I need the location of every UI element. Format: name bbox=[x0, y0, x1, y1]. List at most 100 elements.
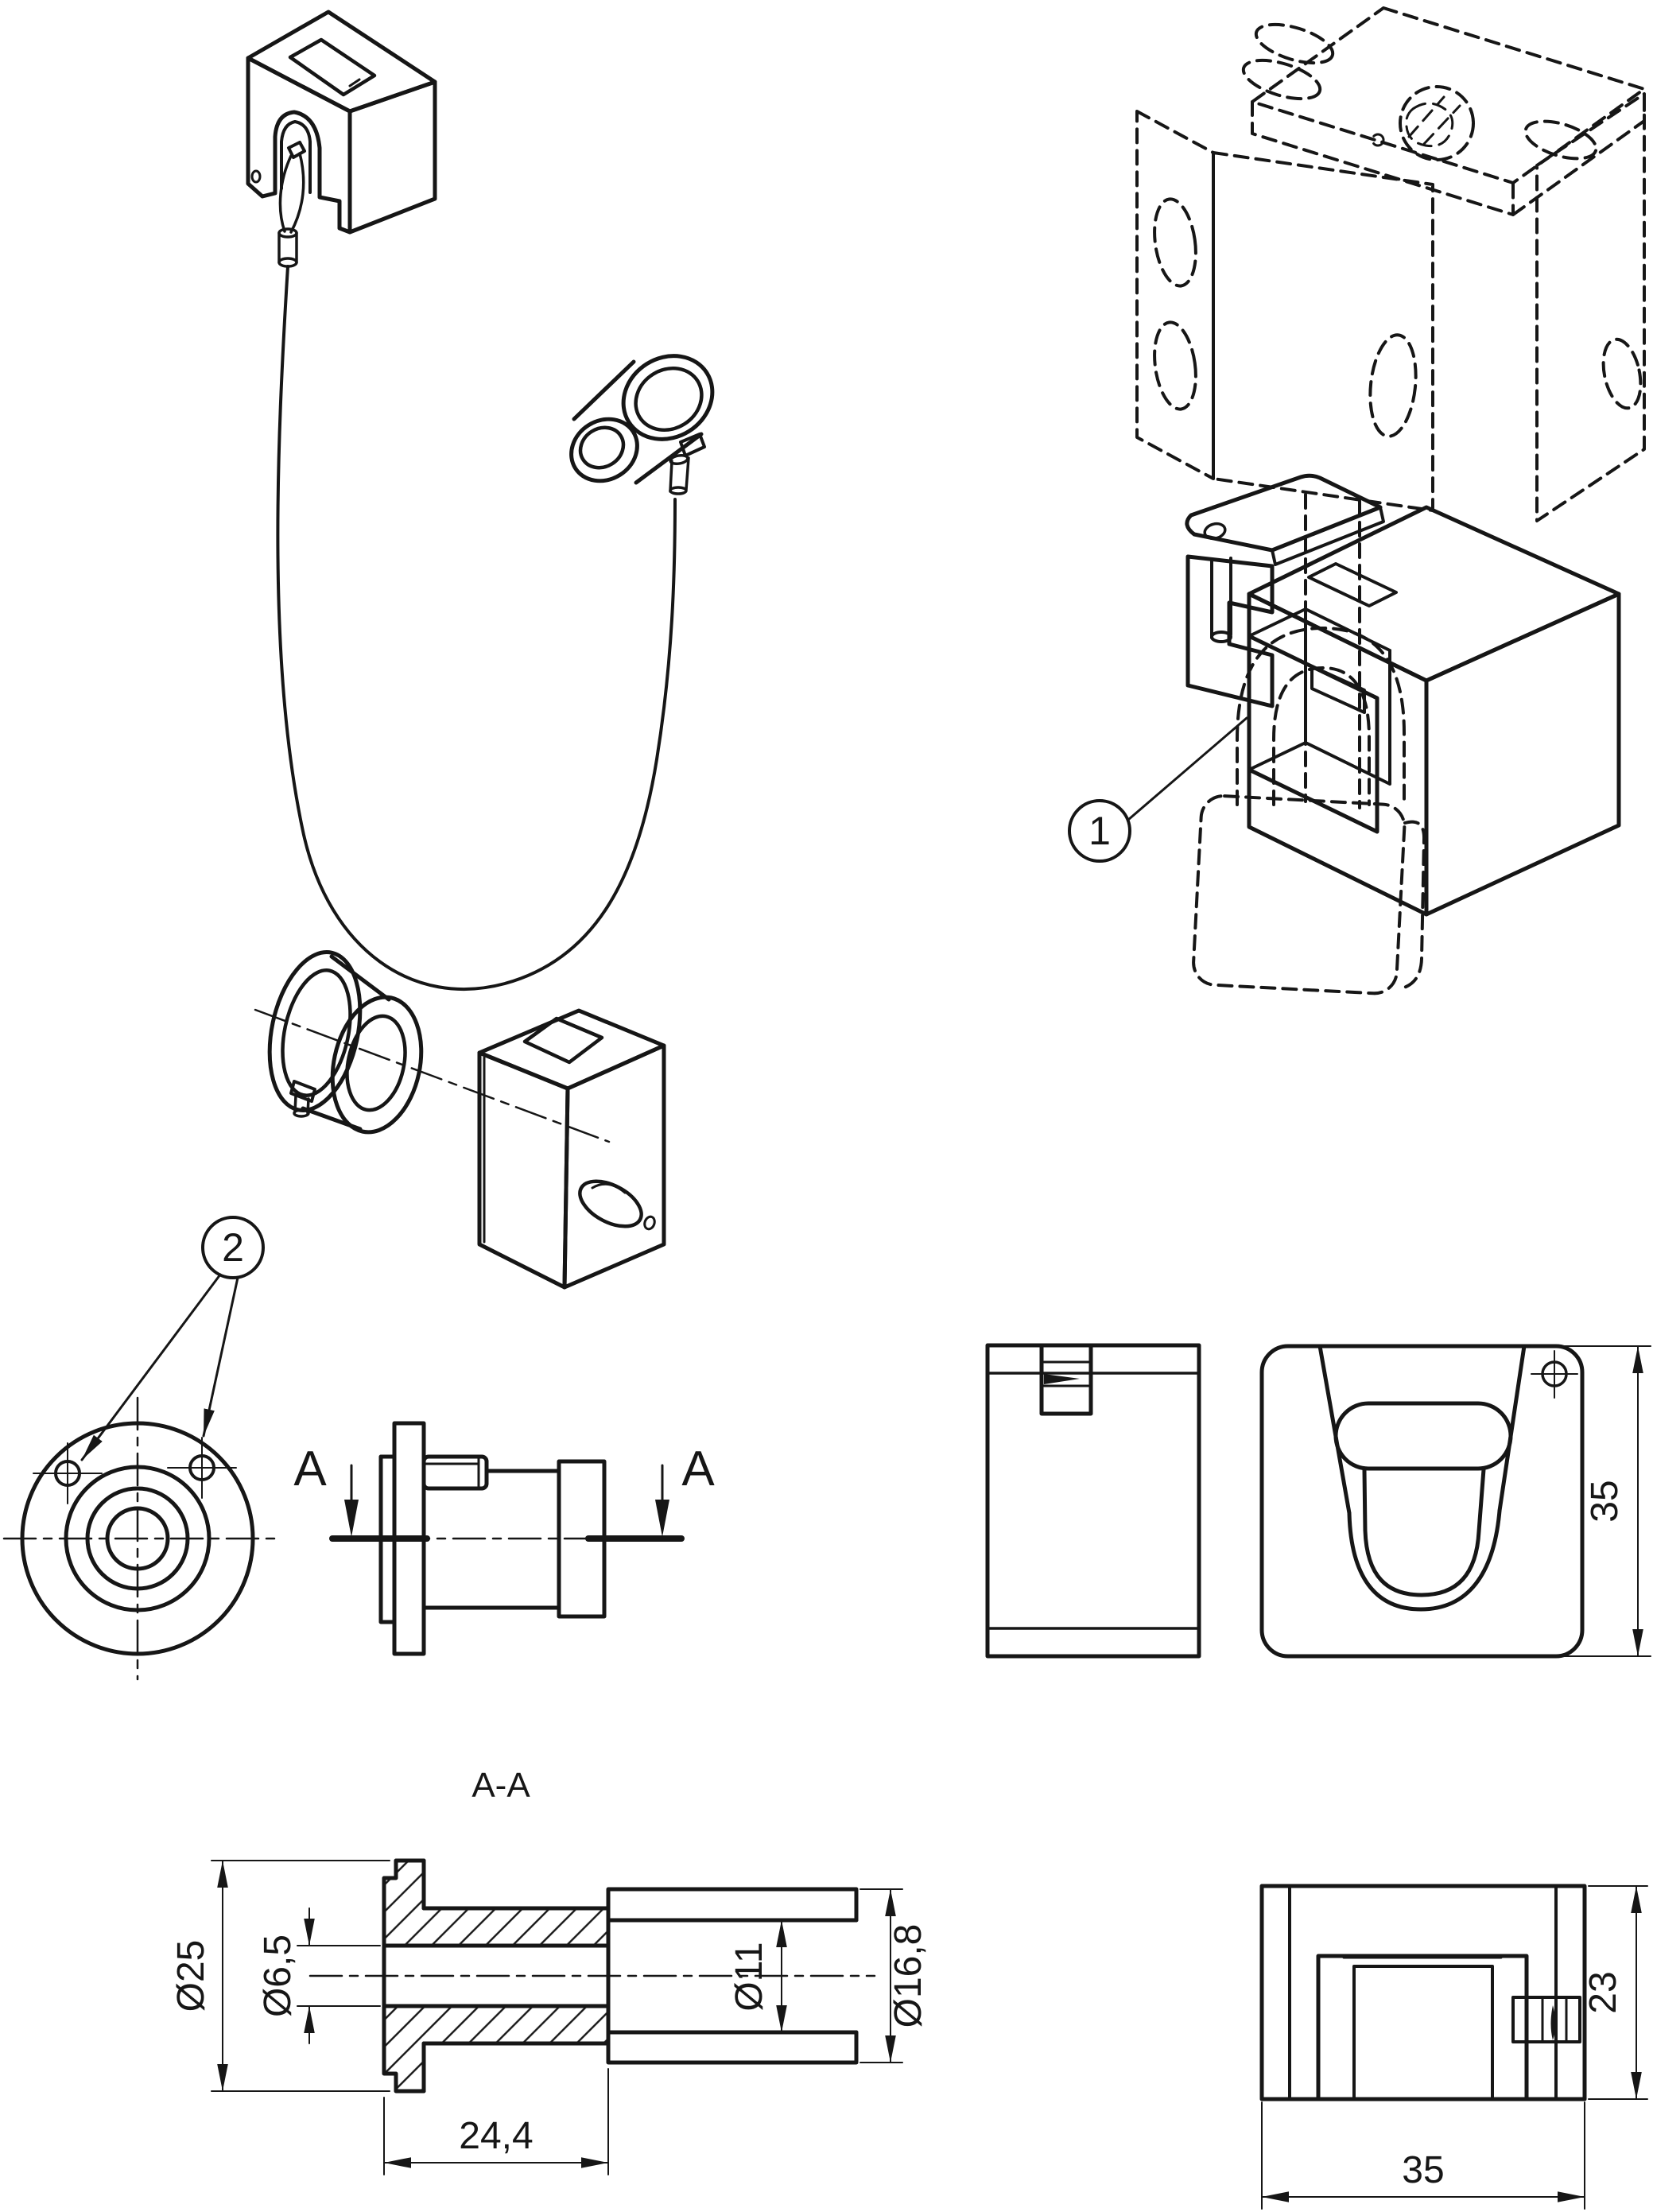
section-tube-outer bbox=[421, 1906, 611, 2046]
dim-flange-ext-lines bbox=[211, 1860, 390, 2092]
block-bottom-clip-barb bbox=[1550, 2005, 1556, 2040]
clamp-pin-hole bbox=[1203, 522, 1227, 541]
callout-1-circle bbox=[1068, 799, 1131, 863]
block-front-latch-capsule bbox=[1333, 1401, 1513, 1471]
section-hatch-flange-upper bbox=[384, 1861, 424, 1946]
dim-width-text: 35 bbox=[1402, 2149, 1444, 2191]
block-bottom-clip-box bbox=[1511, 1996, 1581, 2043]
machine-bracket-phantom bbox=[1135, 6, 1646, 809]
bracket-screw-thread-scribble bbox=[1405, 102, 1454, 148]
dim-depth-text: 23 bbox=[1582, 1971, 1624, 2013]
block-bottom-slot-outer bbox=[1316, 1954, 1529, 2101]
cover-top-recess bbox=[288, 37, 377, 97]
exploded-centerline bbox=[254, 1008, 611, 1143]
padlock-shackle-outer bbox=[1236, 627, 1406, 806]
callout-1-leader bbox=[1127, 716, 1248, 821]
dim-counterbore-diameter: Ø11 bbox=[728, 1919, 787, 2033]
exploded-block-slot-depth bbox=[591, 1182, 627, 1194]
section-hatch-tube-lower bbox=[424, 2006, 608, 2043]
section-counterbore bbox=[606, 1918, 859, 2035]
plug-side-view: A A bbox=[293, 1421, 715, 1656]
block-side-clip-lines bbox=[1042, 1360, 1090, 1387]
section-arrow-right-letter: A bbox=[681, 1442, 715, 1496]
ferrule-sides bbox=[277, 231, 298, 264]
dim-block-width: 35 bbox=[1261, 2101, 1585, 2210]
block-bottom-side-walls bbox=[1288, 1884, 1558, 2101]
cable-loop-right bbox=[289, 152, 305, 234]
block-front-view: 35 bbox=[1259, 1344, 1651, 1659]
exploded-plug bbox=[267, 950, 424, 1135]
clamp-pin-tip bbox=[1210, 631, 1232, 643]
exploded-opening bbox=[345, 1014, 407, 1112]
exploded-block-recess bbox=[522, 1016, 604, 1065]
block-front-outline bbox=[1259, 1344, 1585, 1659]
block-tab-slot-inner bbox=[1310, 665, 1366, 714]
block-side-clip-barb bbox=[1044, 1374, 1080, 1384]
cover-pivot-hole bbox=[250, 169, 262, 184]
bracket-column-left-face bbox=[1135, 110, 1215, 480]
bracket-column-slot-a bbox=[1153, 197, 1197, 288]
exploded-plug-lug bbox=[289, 1080, 316, 1103]
callout-2-label: 2 bbox=[222, 1225, 244, 1270]
bracket-small-hole bbox=[1371, 133, 1385, 147]
bracket-right-plate bbox=[1535, 92, 1646, 522]
block-front-u-outer bbox=[1347, 1508, 1502, 1612]
callout-2: 2 bbox=[80, 1216, 265, 1461]
cable-loop-left bbox=[278, 154, 293, 233]
dim-flange-text: Ø25 bbox=[170, 1940, 212, 2012]
dim-insert-length: 24,4 bbox=[383, 2068, 609, 2175]
exploded-block-right-face bbox=[562, 1043, 666, 1290]
block-bottom-slot-inner bbox=[1352, 1965, 1494, 2101]
dim-flange-diameter: Ø25 bbox=[170, 1860, 390, 2092]
pin-hole-axes bbox=[33, 1437, 237, 1504]
section-aa-view: A-A Ø25 Ø6,5 Ø11 Ø16,8 bbox=[170, 1766, 929, 2175]
dim-counterbore-text: Ø11 bbox=[728, 1942, 770, 2011]
callout-2-leader-left bbox=[80, 1273, 222, 1461]
side-barrel-lines bbox=[421, 1469, 561, 1610]
block-side-band-lines bbox=[986, 1372, 1201, 1630]
callout-2-circle bbox=[201, 1216, 265, 1279]
padlock-phantom bbox=[1192, 627, 1426, 995]
bracket-column-front-slot bbox=[1368, 333, 1418, 438]
section-arrow-right-head bbox=[655, 1500, 669, 1537]
dim-length-text: 24,4 bbox=[459, 2115, 533, 2157]
clamp-plate-thickness bbox=[1271, 506, 1385, 566]
exploded-block-hole bbox=[643, 1215, 656, 1231]
section-arrow-left: A bbox=[293, 1442, 359, 1537]
bracket-right-plate-slot bbox=[1601, 337, 1643, 410]
plug-ferrule-top bbox=[669, 453, 689, 466]
callout-1-label: 1 bbox=[1088, 809, 1111, 853]
plug-barrel-face bbox=[569, 417, 639, 483]
plug-flange-inner bbox=[634, 366, 704, 433]
dim-height-ext-lines bbox=[1530, 1345, 1651, 1657]
exploded-plug-ferrule-tip bbox=[293, 1108, 310, 1118]
bracket-slot-hole-3 bbox=[1523, 119, 1598, 161]
exploded-plug-tangents bbox=[301, 954, 391, 1131]
section-arrow-left-head bbox=[344, 1500, 359, 1537]
section-hatch-flange-lower bbox=[384, 2006, 424, 2091]
cover-slot-inner-arch bbox=[280, 120, 312, 194]
block-bottom-outline bbox=[1259, 1884, 1587, 2101]
section-bore bbox=[382, 1943, 611, 2008]
block-side-outline bbox=[985, 1343, 1201, 1659]
bracket-screw-slot-marks bbox=[1407, 95, 1461, 146]
iso-assembly-locked-view: 1 bbox=[1068, 6, 1646, 995]
exploded-view bbox=[254, 950, 666, 1290]
exploded-flange-inner bbox=[281, 968, 352, 1097]
bracket-slot-hole-2 bbox=[1241, 58, 1322, 101]
clamp-plate bbox=[1185, 473, 1383, 553]
exploded-block bbox=[477, 1008, 666, 1290]
block-front-u-inner bbox=[1362, 1467, 1486, 1597]
dim-width-ext-lines bbox=[1261, 2101, 1585, 2210]
lanyard-cable bbox=[276, 265, 677, 992]
block-bottom-view: 23 35 bbox=[1259, 1884, 1648, 2210]
padlock-shackle-inner bbox=[1272, 666, 1371, 806]
side-pin-detail bbox=[422, 1455, 480, 1490]
dim-bore-diameter: Ø6,5 bbox=[257, 1907, 381, 2044]
plug-front-view: 2 bbox=[2, 1216, 280, 1681]
section-label: A-A bbox=[471, 1766, 530, 1805]
cover-block-iso bbox=[246, 10, 437, 268]
block-tab-slot-top bbox=[1307, 562, 1398, 607]
plug-ferrule-sides bbox=[669, 456, 690, 493]
